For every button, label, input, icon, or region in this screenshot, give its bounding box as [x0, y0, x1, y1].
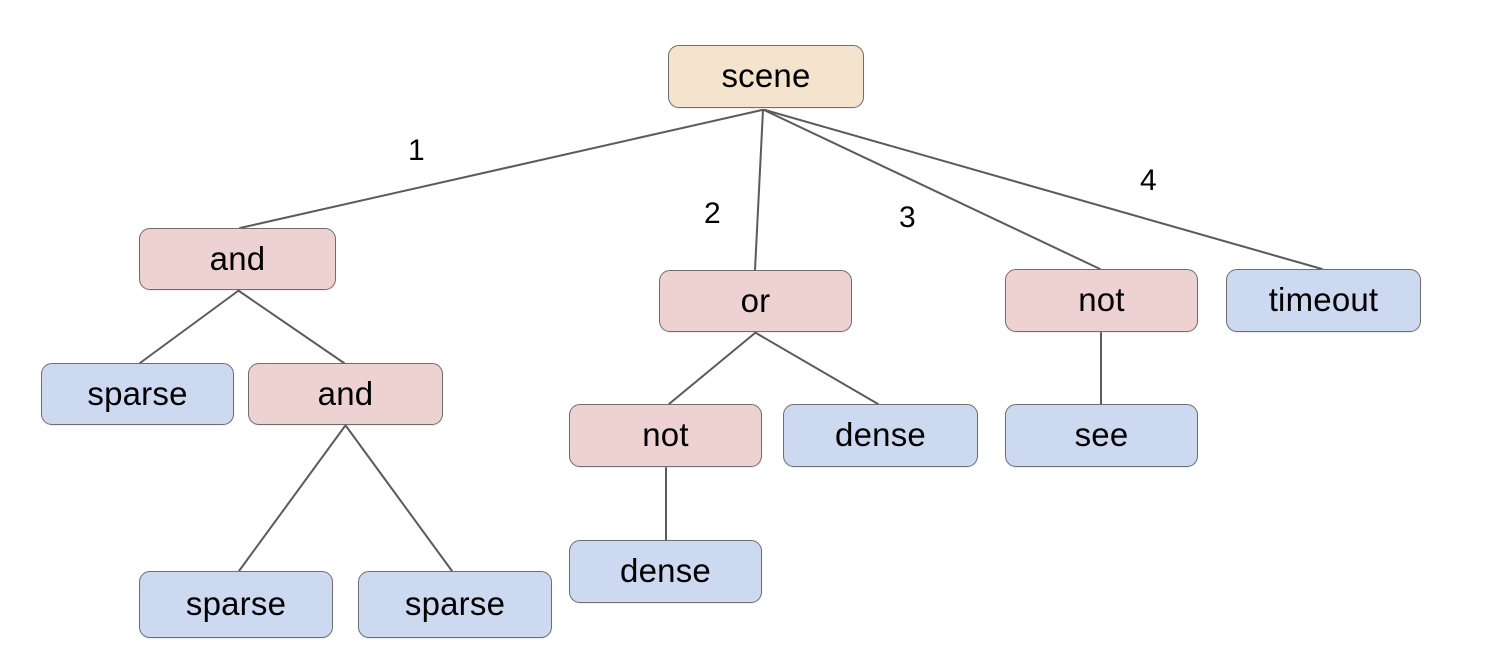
tree-node-sparse3[interactable]: sparse: [358, 571, 552, 638]
tree-edge-scene-to-or1: [754, 109, 764, 271]
tree-node-label: and: [209, 239, 266, 277]
tree-node-sparse1[interactable]: sparse: [41, 363, 234, 425]
tree-node-label: sparse: [404, 585, 506, 622]
tree-node-dense2[interactable]: dense: [569, 540, 762, 603]
tree-edge-or1-to-not1: [668, 332, 756, 405]
tree-node-dense1[interactable]: dense: [783, 404, 978, 467]
tree-node-scene[interactable]: scene: [668, 45, 864, 108]
tree-node-not2[interactable]: not: [1005, 269, 1198, 332]
tree-node-label: or: [740, 281, 771, 319]
tree-node-label: sparse: [87, 374, 188, 412]
tree-node-label: not: [1078, 281, 1125, 318]
edge-label-1: 1: [408, 134, 425, 167]
tree-node-label: not: [642, 416, 689, 453]
tree-node-label: sparse: [185, 585, 287, 622]
tree-node-label: dense: [835, 416, 926, 453]
tree-edge-scene-to-timeout: [764, 109, 1323, 270]
tree-edge-and1-to-and2: [238, 290, 345, 364]
tree-node-see[interactable]: see: [1005, 404, 1198, 467]
tree-edge-and2-to-sparse3: [345, 425, 453, 572]
tree-node-label: dense: [620, 552, 711, 589]
tree-edge-scene-to-not2: [763, 109, 1101, 270]
tree-node-and2[interactable]: and: [248, 363, 443, 425]
edge-label-4: 4: [1140, 164, 1157, 197]
tree-node-label: timeout: [1268, 281, 1379, 318]
tree-node-not1[interactable]: not: [569, 404, 762, 467]
tree-node-and1[interactable]: and: [139, 228, 336, 290]
edge-label-3: 3: [899, 201, 916, 234]
tree-node-timeout[interactable]: timeout: [1226, 269, 1421, 332]
tree-node-label: see: [1074, 416, 1129, 453]
tree-node-or1[interactable]: or: [659, 270, 852, 332]
tree-edge-and1-to-sparse1: [139, 290, 239, 364]
tree-node-label: and: [317, 374, 374, 412]
tree-node-label: scene: [721, 57, 811, 94]
edge-label-2: 2: [704, 197, 721, 230]
tree-edge-or1-to-dense1: [755, 332, 879, 405]
tree-edge-and2-to-sparse2: [238, 425, 346, 572]
tree-edge-scene-to-and1: [239, 109, 763, 229]
tree-node-sparse2[interactable]: sparse: [139, 571, 333, 638]
